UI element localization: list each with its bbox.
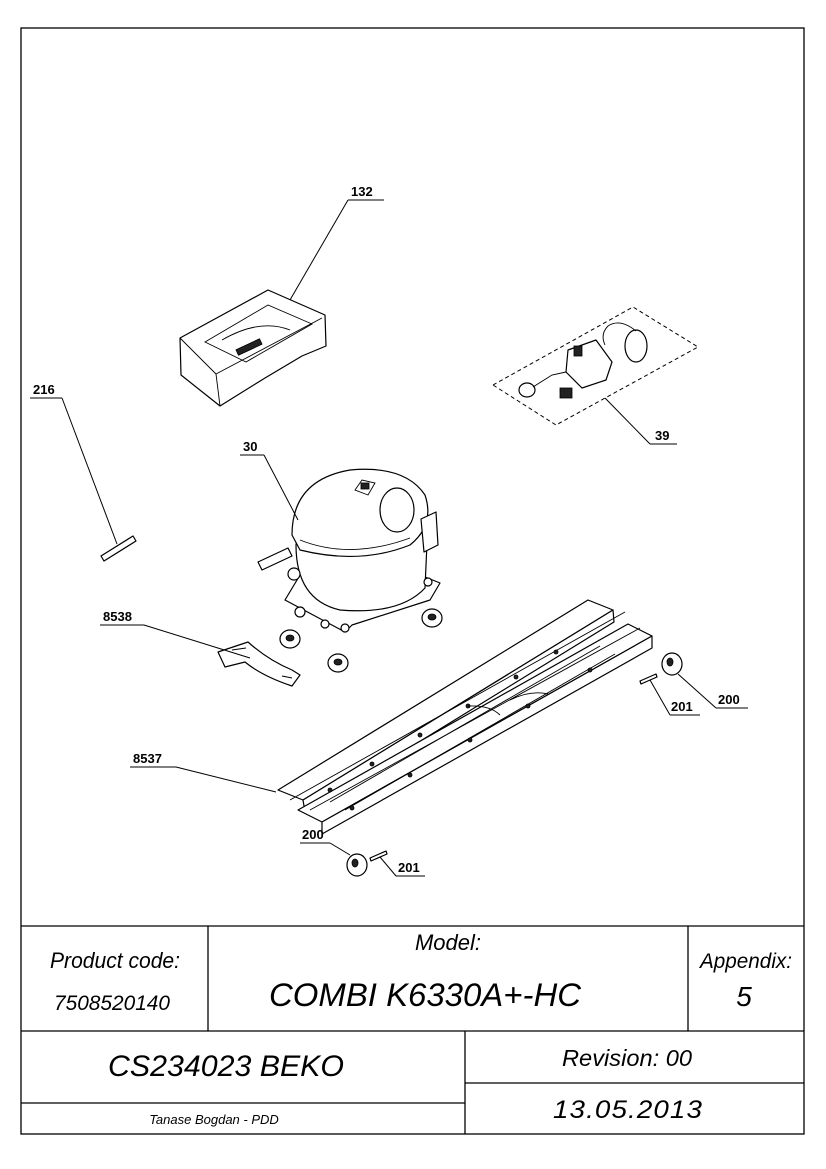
- model-label: Model:: [415, 930, 481, 955]
- product-code-label: Product code:: [50, 948, 180, 973]
- part-30-compressor: [257, 468, 441, 633]
- callout-30: 30: [243, 439, 257, 454]
- part-8537-base-rails: [277, 599, 653, 835]
- callout-201-bottom: 201: [398, 860, 420, 875]
- callout-8538: 8538: [103, 609, 132, 624]
- part-132-cover: [179, 289, 327, 407]
- appendix-label: Appendix:: [698, 950, 792, 973]
- grommets: [279, 608, 443, 673]
- appendix-value: 5: [736, 981, 752, 1012]
- date: 13.05.2013: [553, 1096, 703, 1124]
- title-block: Product code: 7508520140 Model: COMBI K6…: [21, 925, 804, 1134]
- part-39-relay-kit: [492, 306, 699, 426]
- revision: Revision: 00: [562, 1045, 692, 1071]
- callout-200-bottom: 200: [302, 827, 324, 842]
- document-code: CS234023 BEKO: [108, 1050, 344, 1083]
- part-201-screw-bottom: [369, 850, 388, 862]
- product-code-value: 7508520140: [54, 992, 170, 1015]
- part-201-screw-right: [639, 673, 658, 685]
- model-value: COMBI K6330A+-HC: [269, 977, 582, 1013]
- callout-39: 39: [655, 428, 669, 443]
- callout-201-right: 201: [671, 699, 693, 714]
- callout-132: 132: [351, 184, 373, 199]
- author: Tanase Bogdan - PDD: [149, 1112, 279, 1127]
- sheet-border: [20, 27, 805, 1135]
- callout-216: 216: [33, 382, 55, 397]
- callout-200-right: 200: [718, 692, 740, 707]
- part-216-pin: [100, 535, 137, 562]
- part-8538-bracket: [217, 641, 301, 687]
- part-200-foot-right: [661, 652, 683, 676]
- part-200-foot-bottom: [346, 853, 368, 877]
- callout-8537: 8537: [133, 751, 162, 766]
